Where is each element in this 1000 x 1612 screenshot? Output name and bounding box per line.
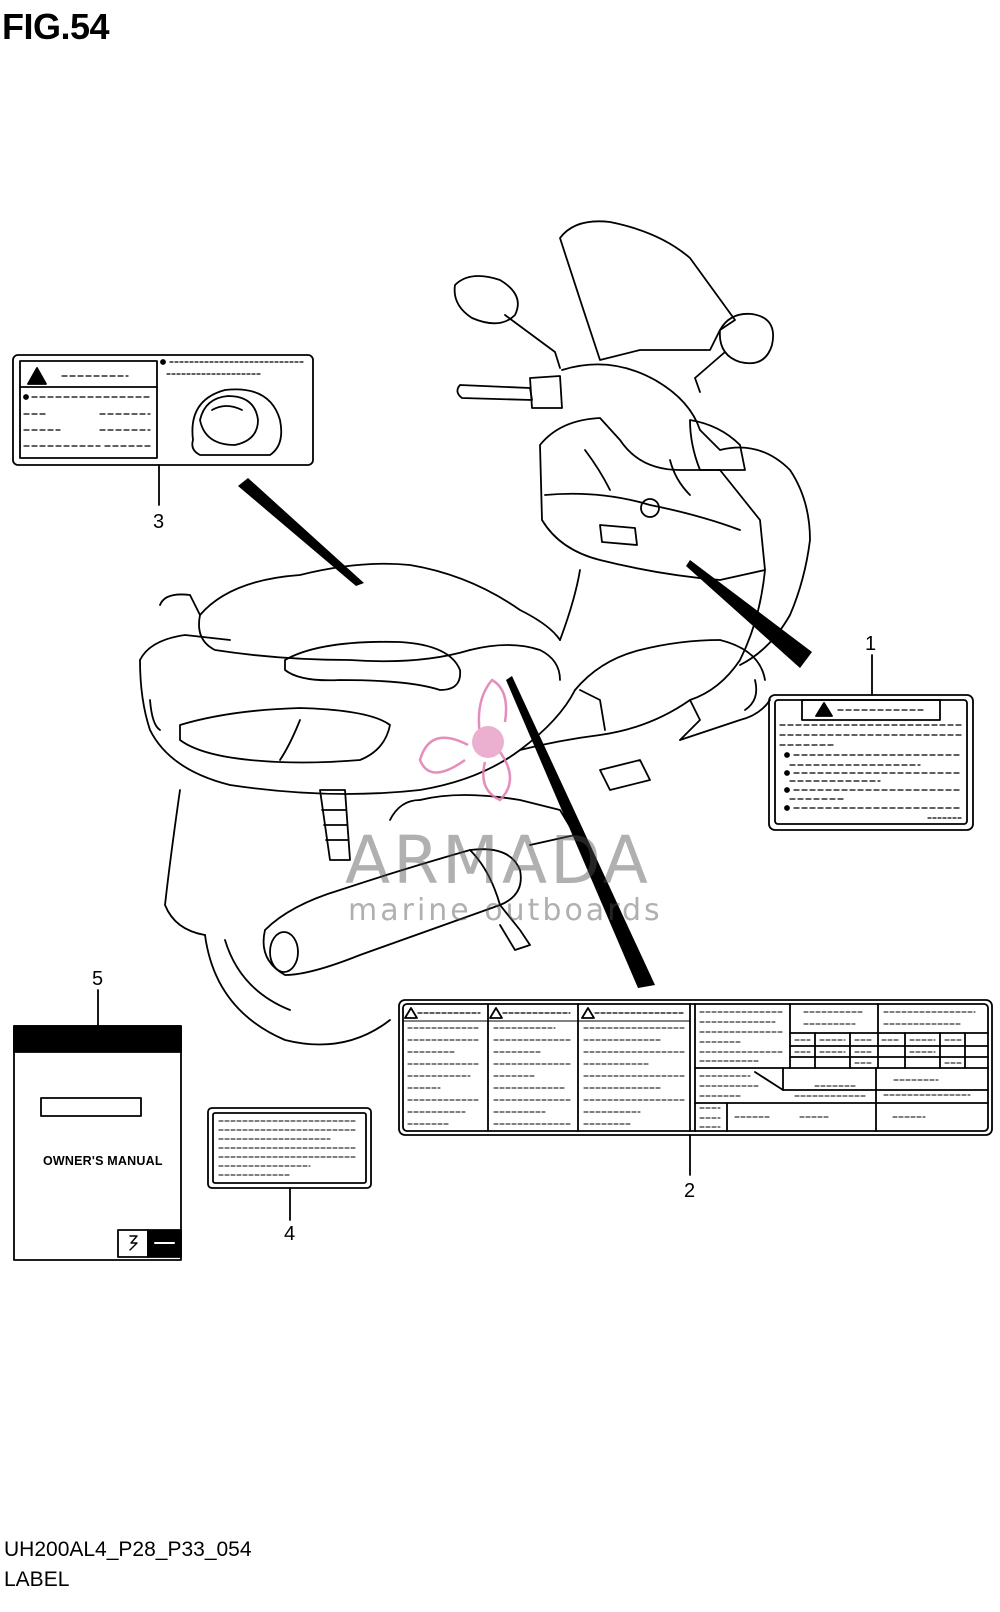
watermark-logo bbox=[418, 678, 512, 802]
callout-1-text: 1 bbox=[865, 633, 876, 655]
scooter-illustration bbox=[139, 220, 811, 1046]
callout-2-text: 2 bbox=[684, 1180, 695, 1202]
callout-3-text: 3 bbox=[153, 511, 164, 533]
label-1-drawing bbox=[768, 654, 974, 831]
leader-lines bbox=[238, 478, 812, 988]
owners-manual-title: OWNER'S MANUAL bbox=[43, 1154, 163, 1168]
label-4-drawing bbox=[207, 1107, 372, 1221]
diagram-code: UH200AL4_P28_P33_054 bbox=[4, 1538, 252, 1561]
callout-4-text: 4 bbox=[284, 1223, 295, 1245]
owners-manual-drawing bbox=[13, 989, 182, 1261]
callout-5-text: 5 bbox=[92, 968, 103, 990]
watermark-name: ARMADA bbox=[345, 822, 651, 899]
label-2-drawing bbox=[398, 999, 993, 1176]
figure-title: FIG.54 bbox=[2, 6, 110, 47]
label-3-drawing bbox=[12, 354, 314, 506]
watermark-subtitle: marine outboards bbox=[348, 893, 663, 928]
diagram-caption: LABEL bbox=[4, 1568, 70, 1591]
